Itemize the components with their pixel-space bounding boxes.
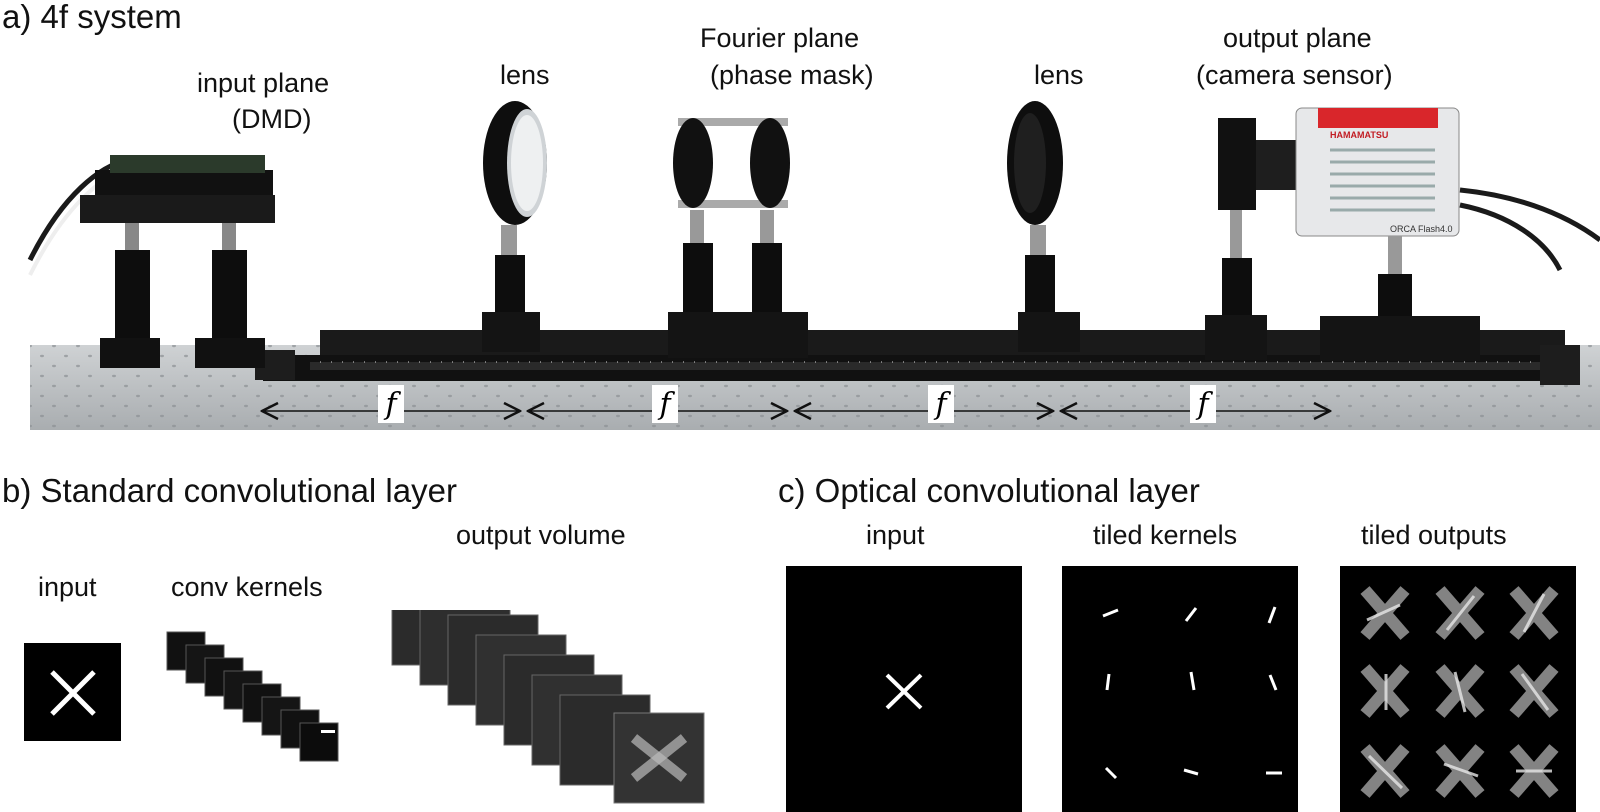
- conv-kernels-stack: [166, 631, 339, 762]
- label-lens-2: lens: [1034, 60, 1084, 90]
- phase-mask-mount: [668, 118, 808, 358]
- lens-2-mount: [1007, 101, 1080, 352]
- panel-b-output-label: output volume: [456, 520, 626, 550]
- panel-c-input-image: [786, 566, 1022, 812]
- label-lens-1: lens: [500, 60, 550, 90]
- label-output-plane: output plane: [1223, 23, 1372, 53]
- panel-c-input-label: input: [866, 520, 925, 550]
- label-phase-mask: (phase mask): [710, 60, 874, 90]
- panel-c-kernels-label: tiled kernels: [1093, 520, 1238, 550]
- panel-c-graphic: [786, 566, 1576, 812]
- panel-c-title: c) Optical convolutional layer: [778, 472, 1200, 509]
- label-camera-sensor: (camera sensor): [1196, 60, 1393, 90]
- dmd-mount: [27, 155, 275, 368]
- label-input-plane-dmd: (DMD): [232, 104, 312, 134]
- panel-b-graphic: [24, 610, 705, 804]
- panel-b-input-image: [24, 643, 121, 741]
- camera-brand: HAMAMATSU: [1330, 130, 1388, 140]
- camera-sensor: HAMAMATSU ORCA Flash4.0: [1205, 107, 1600, 361]
- panel-b-title: b) Standard convolutional layer: [2, 472, 457, 509]
- panel-b-input-label: input: [38, 572, 97, 602]
- focal-length-arrows: f f f f: [262, 385, 1330, 423]
- label-fourier-plane: Fourier plane: [700, 23, 860, 53]
- 4f-system-setup: HAMAMATSU ORCA Flash4.0 f f f f: [27, 101, 1600, 430]
- output-volume-stack: [391, 610, 705, 804]
- tiled-outputs-image: [1340, 566, 1576, 812]
- label-input-plane: input plane: [197, 68, 330, 98]
- panel-b-kernels-label: conv kernels: [171, 572, 323, 602]
- panel-a-title: a) 4f system: [2, 0, 182, 35]
- panel-c-outputs-label: tiled outputs: [1361, 520, 1507, 550]
- camera-model: ORCA Flash4.0: [1390, 224, 1453, 234]
- tiled-kernels-image: [1062, 566, 1298, 812]
- lens-1-mount: [482, 101, 547, 352]
